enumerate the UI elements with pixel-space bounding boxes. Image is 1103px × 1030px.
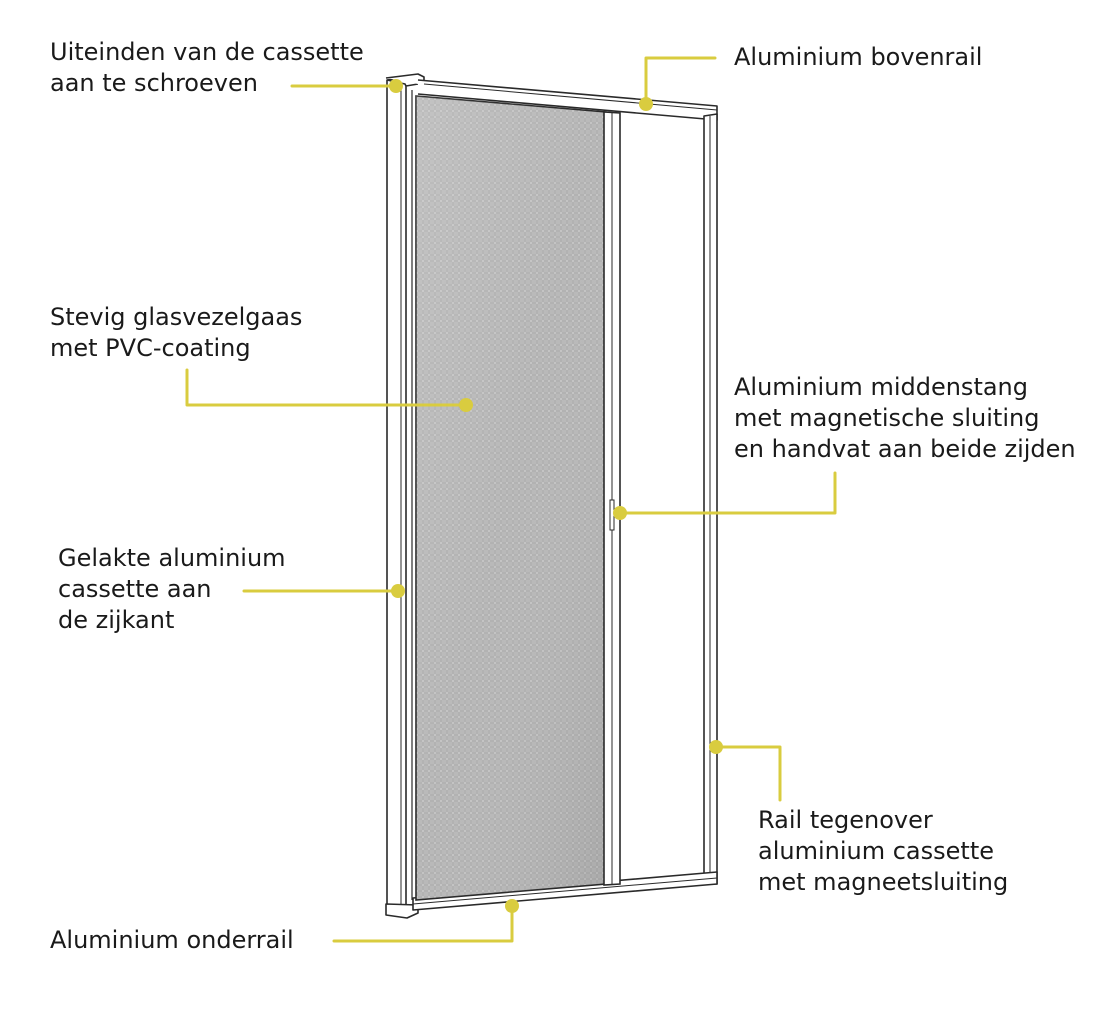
label-top-rail: Aluminium bovenrail <box>734 42 982 73</box>
label-line: met magneetsluiting <box>758 868 1009 896</box>
label-line: Aluminium middenstang <box>734 373 1028 401</box>
side-cassette <box>386 75 419 917</box>
callout-dot-middle-bar <box>613 506 627 520</box>
callout-dot-top-rail <box>639 97 653 111</box>
callout-dot-bottom-rail <box>505 899 519 913</box>
callout-dot-cassette-ends <box>389 79 403 93</box>
label-line: Stevig glasvezelgaas <box>50 303 303 331</box>
label-middle-bar: Aluminium middenstang met magnetische sl… <box>734 372 1076 465</box>
callout-line-opposite-rail <box>714 745 782 802</box>
callout-lines <box>185 56 837 943</box>
label-line: aan te schroeven <box>50 69 258 97</box>
label-line: cassette aan <box>58 575 212 603</box>
label-line: Uiteinden van de cassette <box>50 38 364 66</box>
label-side-cassette: Gelakte aluminium cassette aan de zijkan… <box>58 543 286 636</box>
label-line: Gelakte aluminium <box>58 544 286 572</box>
label-line: de zijkant <box>58 606 175 634</box>
label-line: aluminium cassette <box>758 837 994 865</box>
callout-line-mesh <box>185 368 468 407</box>
middle-bar <box>603 111 621 886</box>
label-line: en handvat aan beide zijden <box>734 435 1076 463</box>
label-line: met magnetische sluiting <box>734 404 1040 432</box>
mesh-panel <box>415 95 607 901</box>
label-opposite-rail: Rail tegenover aluminium cassette met ma… <box>758 805 1008 898</box>
label-cassette-ends: Uiteinden van de cassette aan te schroev… <box>50 37 364 99</box>
label-line: met PVC-coating <box>50 334 251 362</box>
label-bottom-rail: Aluminium onderrail <box>50 925 294 956</box>
callout-line-bottom-rail <box>332 904 514 943</box>
label-line: Aluminium onderrail <box>50 926 294 954</box>
callout-dot-opposite-rail <box>709 740 723 754</box>
callout-line-top-rail <box>644 56 717 106</box>
label-line: Aluminium bovenrail <box>734 43 983 71</box>
door-frame <box>385 73 718 919</box>
callout-dot-mesh <box>459 398 473 412</box>
label-line: Rail tegenover <box>758 806 933 834</box>
label-mesh: Stevig glasvezelgaas met PVC-coating <box>50 302 302 364</box>
callout-dot-side-cassette <box>391 584 405 598</box>
callout-dots <box>389 79 723 913</box>
callout-line-middle-bar <box>618 471 837 515</box>
